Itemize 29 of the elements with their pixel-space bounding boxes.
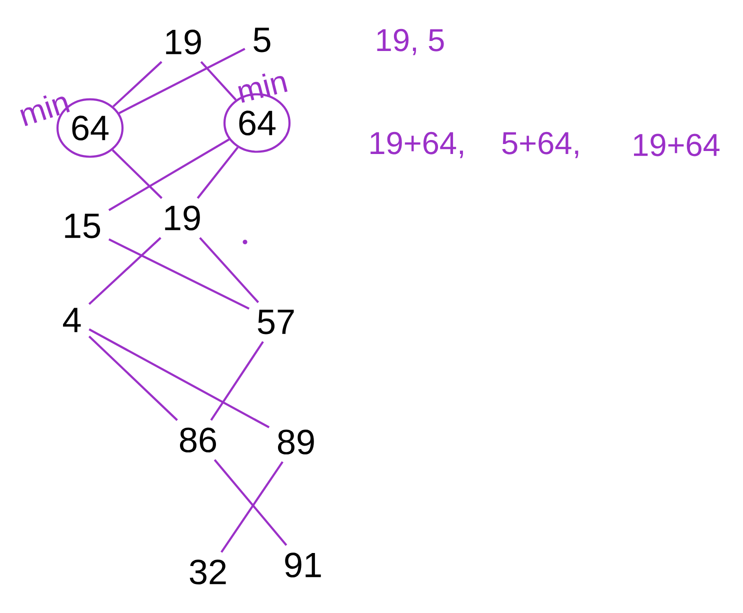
- number: 57: [258, 310, 294, 334]
- connector-line: [196, 146, 239, 199]
- connector-line: [88, 328, 270, 428]
- number: 15: [65, 214, 100, 238]
- note-text: 19+64: [634, 134, 720, 156]
- number: 32: [190, 560, 226, 584]
- number: 91: [285, 552, 321, 578]
- connector-line: [199, 237, 260, 304]
- connector-line: [112, 61, 162, 108]
- connector-line: [118, 48, 246, 114]
- number: 4: [63, 308, 81, 332]
- connector-line: [88, 237, 162, 305]
- connector-line: [108, 138, 230, 212]
- connector-line: [200, 61, 237, 101]
- number: 5: [254, 28, 270, 52]
- side-note: min: [20, 95, 70, 126]
- connector-line: [220, 461, 284, 553]
- number: 86: [180, 428, 216, 452]
- note-text: 19+64,: [370, 132, 463, 158]
- connector-line: [210, 341, 264, 421]
- number: 19: [166, 30, 201, 54]
- connector-line: [108, 238, 250, 310]
- number: 89: [278, 430, 314, 454]
- connector-line: [112, 149, 162, 199]
- connector-line: [214, 459, 288, 546]
- number: 19: [165, 206, 200, 230]
- connector-line: [88, 336, 178, 421]
- note-text: 19, 5: [377, 28, 444, 56]
- note-text: 5+64,: [502, 132, 578, 158]
